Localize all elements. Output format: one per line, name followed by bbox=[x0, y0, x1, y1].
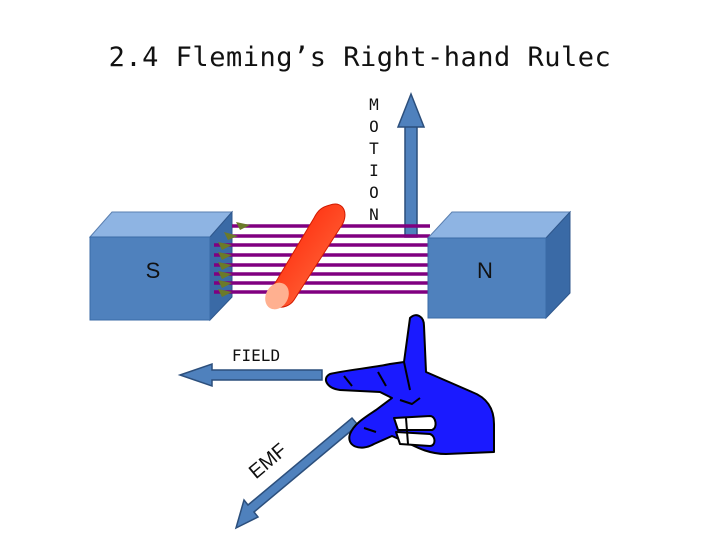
emf-arrow-icon bbox=[234, 416, 360, 530]
motion-letter: M bbox=[369, 95, 379, 114]
motion-letter: O bbox=[369, 117, 379, 136]
south-pole-label: S bbox=[146, 258, 161, 283]
field-label: FIELD bbox=[232, 346, 280, 365]
north-magnet: N bbox=[426, 210, 572, 320]
page-title: 2.4 Fleming’s Right-hand Rulec bbox=[108, 42, 612, 73]
field-direction-arrowheads bbox=[218, 222, 250, 297]
right-hand-icon bbox=[324, 314, 495, 455]
motion-arrow-icon bbox=[396, 91, 426, 238]
field-arrow-icon bbox=[177, 362, 323, 388]
north-pole-label: N bbox=[477, 258, 493, 283]
motion-letter: T bbox=[369, 139, 379, 158]
motion-letter: I bbox=[369, 161, 379, 180]
motion-letter: O bbox=[369, 183, 379, 202]
south-magnet: S bbox=[88, 210, 234, 322]
conductor-rod bbox=[265, 203, 346, 310]
motion-label: M O T I O N bbox=[369, 95, 379, 224]
motion-letter: N bbox=[369, 205, 379, 224]
